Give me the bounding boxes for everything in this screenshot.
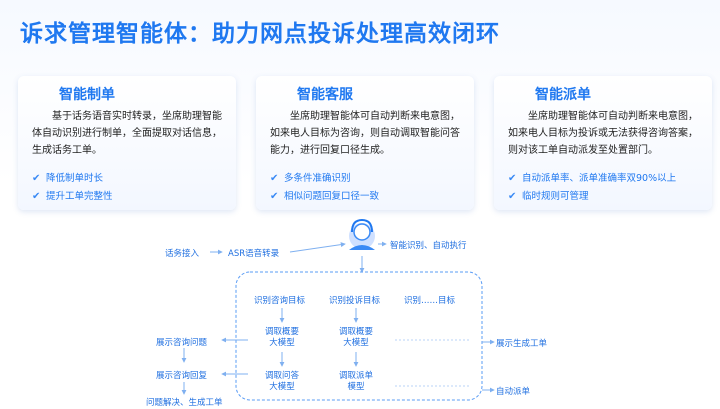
check-icon: ✔ <box>32 173 41 184</box>
card-description: 坐席助理智能体可自动判断来电意图，如来电人目标为咨询，则自动调取智能问答能力，进… <box>270 111 460 156</box>
card-bullets: ✔降低制单时长 ✔提升工单完整性 <box>32 170 230 206</box>
target-consult: 识别咨询目标 <box>254 296 306 306</box>
card-description: 坐席助理智能体可自动判断来电意图，如来电人目标为投诉或无法获得咨询答案，则对该工… <box>508 111 698 156</box>
card-bullets: ✔多条件准确识别 ✔相似问题回复口径一致 <box>270 170 468 206</box>
flow-auto-dispatch: 自动派单 <box>496 387 531 397</box>
card-smart-dispatch: 智能派单 坐席助理智能体可自动判断来电意图，如来电人目标为投诉或无法获得咨询答案… <box>494 76 712 210</box>
card-title: 智能客服 <box>297 87 353 103</box>
card-smart-ticketing: 智能制单 基于话务语音实时转录，坐席助理智能体自动识别进行制单，全面提取对话信息… <box>18 76 236 210</box>
check-icon: ✔ <box>32 191 41 202</box>
check-icon: ✔ <box>508 173 517 184</box>
check-icon: ✔ <box>270 173 279 184</box>
target-complaint: 识别投诉目标 <box>329 296 381 306</box>
flow-gen-ticket: 展示生成工单 <box>496 339 548 349</box>
card-smart-customer-service: 智能客服 坐席助理智能体可自动判断来电意图，如来电人目标为咨询，则自动调取智能问… <box>256 76 474 210</box>
bullet-item: ✔临时规则可管理 <box>508 188 706 206</box>
bullet-item: ✔自动派单率、派单准确率双90%以上 <box>508 170 706 188</box>
card-title: 智能派单 <box>535 87 591 103</box>
check-icon: ✔ <box>270 191 279 202</box>
card-description: 基于话务语音实时转录，坐席助理智能体自动识别进行制单，全面提取对话信息，生成话务… <box>32 111 222 156</box>
page-title: 诉求管理智能体：助力网点投诉处理高效闭环 <box>20 21 500 47</box>
flow-show-question: 展示咨询问题 <box>156 338 208 348</box>
flow-smart-exec: 智能识别、自动执行 <box>390 241 467 251</box>
flow-solved: 问题解决、生成工单 <box>146 398 223 408</box>
arrow-line <box>289 242 346 253</box>
card-title: 智能制单 <box>59 87 115 103</box>
node-summary-model-1: 调取概要 大模型 <box>264 327 299 348</box>
node-answer-model: 调取问答 大模型 <box>264 371 299 392</box>
node-summary-model-2: 调取概要 大模型 <box>338 327 373 348</box>
bullet-item: ✔降低制单时长 <box>32 170 230 188</box>
bullet-item: ✔相似问题回复口径一致 <box>270 188 468 206</box>
check-icon: ✔ <box>508 191 517 202</box>
flow-asr: ASR语音转录 <box>228 249 280 259</box>
bullet-item: ✔多条件准确识别 <box>270 170 468 188</box>
flow-show-reply: 展示咨询回复 <box>156 371 208 381</box>
agent-headset-icon <box>349 218 375 250</box>
node-dispatch-model: 调取派单 模型 <box>338 371 373 392</box>
card-bullets: ✔自动派单率、派单准确率双90%以上 ✔临时规则可管理 <box>508 170 706 206</box>
dashed-container <box>235 271 483 401</box>
flow-call-in: 话务接入 <box>165 249 200 259</box>
bullet-item: ✔提升工单完整性 <box>32 188 230 206</box>
target-other: 识别……目标 <box>404 296 456 306</box>
